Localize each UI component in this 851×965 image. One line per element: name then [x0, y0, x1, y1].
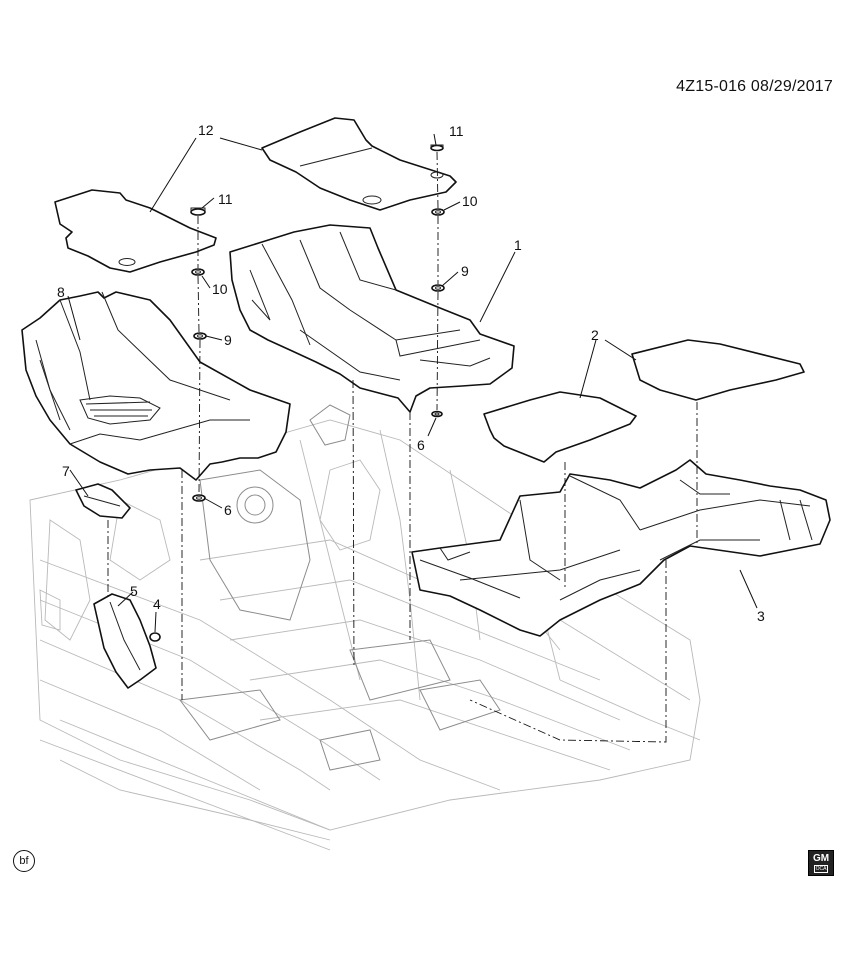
part-1-floor-insulator-front-right: [229, 224, 515, 413]
fastener-stack-right: [430, 144, 445, 418]
fastener-stack-left: [190, 207, 207, 502]
callout-5: 5: [130, 583, 138, 599]
callout-10-right: 10: [462, 193, 478, 209]
part-2-rear-mat-left: [483, 391, 637, 463]
part-12-floor-mat-left: [54, 189, 217, 273]
callout-10-left: 10: [212, 281, 228, 297]
callout-2: 2: [591, 327, 599, 343]
part-4-clip: [149, 632, 161, 642]
part-7-bracket: [75, 483, 131, 519]
callout-11-right: 11: [449, 123, 464, 139]
gm-logo-subtext: OCA: [813, 864, 829, 873]
document-id: 4Z15-016 08/29/2017: [676, 78, 833, 95]
callout-12: 12: [198, 122, 214, 138]
callout-1: 1: [514, 237, 522, 253]
bf-mark: bf: [13, 850, 35, 872]
callout-8: 8: [57, 284, 65, 300]
callout-6-right: 6: [417, 437, 425, 453]
callout-labels: 12 11 11 10 10 9 9 1 8 2 6 6 7 5 4 3: [57, 122, 765, 624]
callout-6-left: 6: [224, 502, 232, 518]
leader-lines: [67, 133, 758, 633]
callout-7: 7: [62, 463, 70, 479]
part-5-insulator: [93, 593, 157, 689]
callout-11-left: 11: [218, 191, 233, 207]
callout-9-left: 9: [224, 332, 232, 348]
part-12-floor-mat-right: [261, 117, 457, 211]
gm-logo: GM OCA: [808, 850, 834, 876]
callout-4: 4: [153, 596, 161, 612]
callout-3: 3: [757, 608, 765, 624]
part-2-rear-mat-right: [631, 339, 805, 401]
callout-9-right: 9: [461, 263, 469, 279]
gm-logo-text: GM: [812, 852, 830, 864]
assembly-centerlines: [107, 151, 698, 743]
part-3-floor-insulator-rear: [411, 459, 831, 637]
